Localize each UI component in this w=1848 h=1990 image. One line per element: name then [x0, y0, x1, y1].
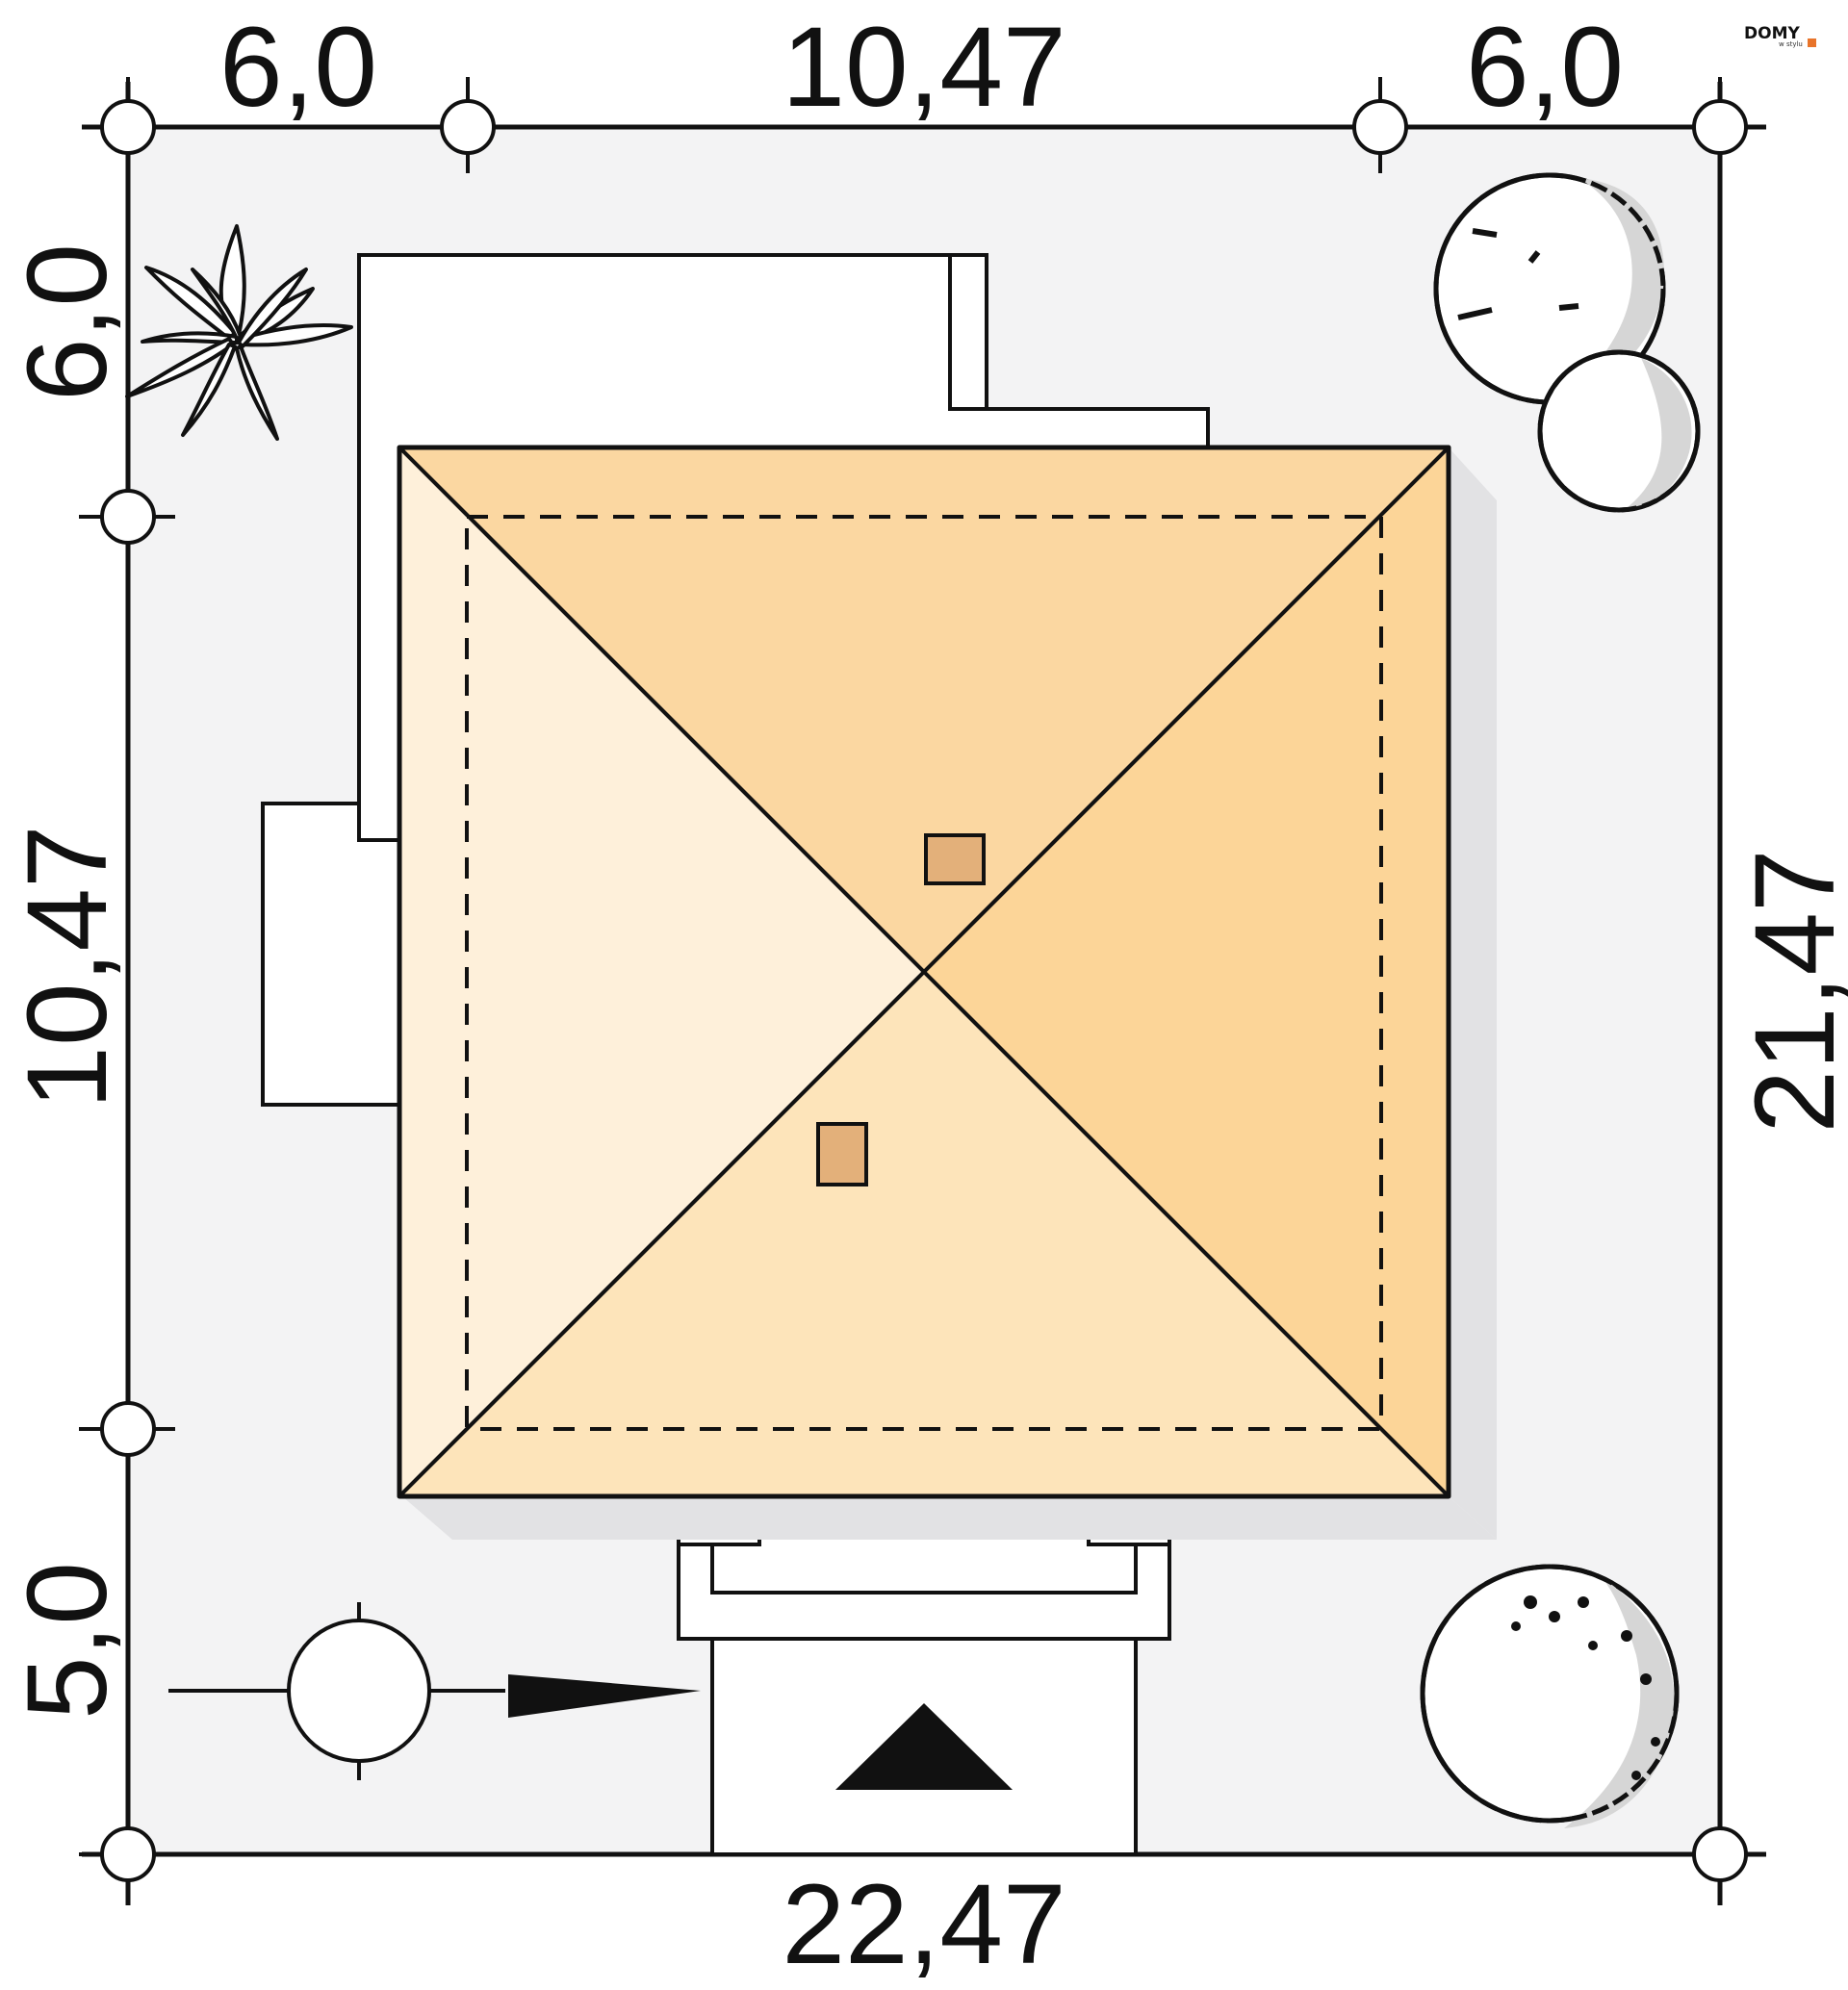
tree-icon: [1433, 172, 1701, 513]
dim-top-right: 6,0: [1466, 4, 1624, 131]
svg-text:w stylu: w stylu: [1779, 40, 1803, 48]
entrance-triangle-icon: [835, 1703, 1013, 1790]
north-arrow-icon: [168, 1602, 701, 1780]
marker-bottom-right: [1670, 1804, 1766, 1905]
dim-top-center: 10,47: [782, 4, 1065, 131]
dim-left-bottom: 5,0: [4, 1562, 131, 1720]
marker-top-3: [1352, 77, 1408, 173]
dimension-markers: [79, 77, 1766, 1905]
domy-w-stylu-logo: DOMY w stylu: [1744, 24, 1816, 48]
marker-left-2: [79, 1401, 175, 1457]
marker-top-4: [1670, 77, 1766, 173]
dim-top-left: 6,0: [219, 4, 377, 131]
chimneys: [816, 833, 986, 1186]
tree-icon: [1420, 1564, 1680, 1828]
marker-bottom-left: [79, 1804, 175, 1905]
wall-outline-dashed: [465, 515, 1383, 1431]
plant-icon: [125, 224, 353, 441]
dim-left-middle: 10,47: [4, 825, 131, 1109]
roof-shadow: [402, 447, 1497, 1540]
hip-roof: [397, 445, 1451, 1499]
marker-top-2: [440, 77, 496, 173]
svg-text:DOMY: DOMY: [1744, 24, 1800, 43]
dim-left-top: 6,0: [4, 243, 131, 401]
dim-right: 21,47: [1732, 849, 1848, 1133]
chimney: [816, 1122, 868, 1186]
marker-top-1: [100, 77, 156, 173]
chimney: [924, 833, 986, 885]
marker-left-1: [79, 489, 175, 545]
dim-bottom: 22,47: [782, 1861, 1065, 1988]
